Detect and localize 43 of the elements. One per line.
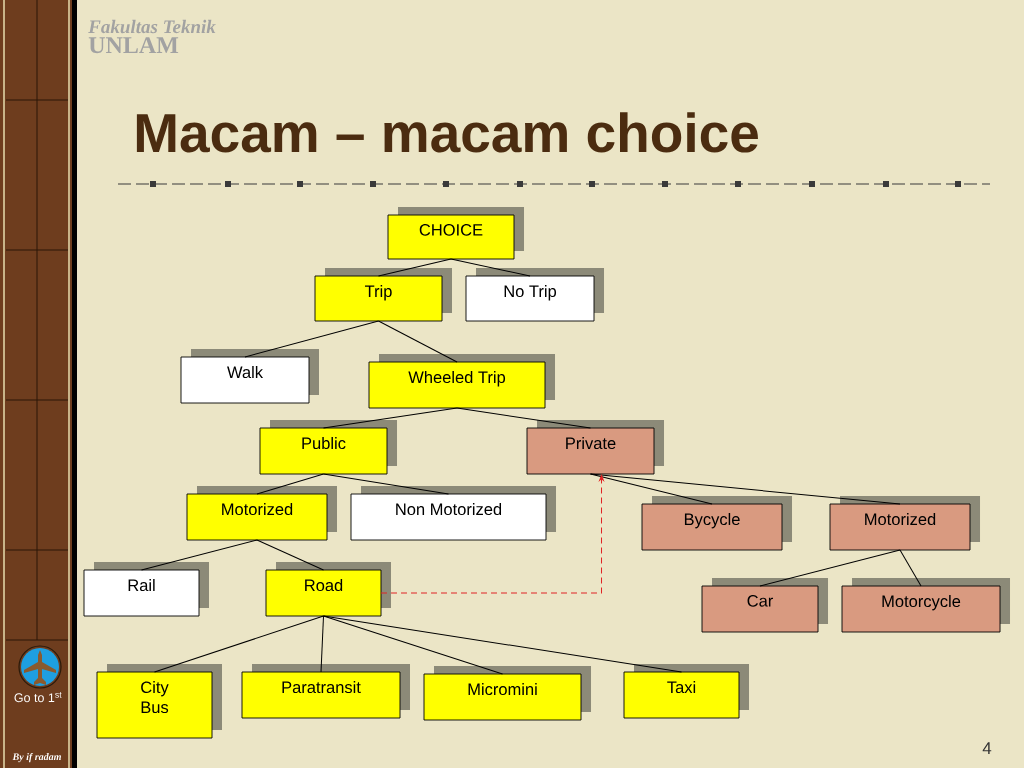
connector-line <box>320 615 324 673</box>
connector-line <box>154 615 324 673</box>
category-box: Car <box>701 578 828 633</box>
connector-line <box>590 473 901 505</box>
nav-link: Go to 1$^{st}$ <box>14 692 62 703</box>
connector-line <box>899 549 922 587</box>
connector-line <box>450 258 531 277</box>
connector-line <box>256 473 324 495</box>
connector-line <box>323 407 458 429</box>
category-box: Paratransit <box>241 664 410 719</box>
category-box: Trip <box>314 268 452 322</box>
category-box: Public <box>259 420 397 475</box>
connector-line <box>759 549 901 587</box>
category-box: Motorcycle <box>841 578 1010 633</box>
connector-line <box>323 615 503 675</box>
category-box: Walk <box>180 349 319 404</box>
connector-line <box>244 320 379 358</box>
category-box: City Bus <box>96 664 222 739</box>
category-box: Road <box>265 562 391 617</box>
category-box: Motorized <box>186 486 337 541</box>
connector-line <box>323 473 449 495</box>
connector-line <box>378 320 458 363</box>
category-box: Motorized <box>829 496 980 551</box>
connector-line <box>323 615 682 673</box>
header-text: Fakultas Teknik <box>88 19 216 34</box>
category-box: Taxi <box>623 664 749 719</box>
category-box: No Trip <box>465 268 604 322</box>
arrow <box>380 474 604 594</box>
connector-line <box>378 258 452 277</box>
category-box: Micromini <box>423 666 591 721</box>
author-credit: By if radam <box>12 752 61 763</box>
connector-line <box>256 539 324 571</box>
category-box: CHOICE <box>387 207 524 260</box>
page-number: 4 <box>982 742 992 754</box>
category-box: Rail <box>83 562 209 617</box>
header-text: UNLAM <box>88 37 179 54</box>
category-box: Wheeled Trip <box>368 354 555 409</box>
connector-line <box>141 539 258 571</box>
category-box: Bycycle <box>641 496 792 551</box>
connector-line <box>456 407 591 429</box>
title: Macam – macam choice <box>136 112 758 153</box>
category-box: Private <box>526 420 664 475</box>
category-box: Non Motorized <box>350 486 556 541</box>
